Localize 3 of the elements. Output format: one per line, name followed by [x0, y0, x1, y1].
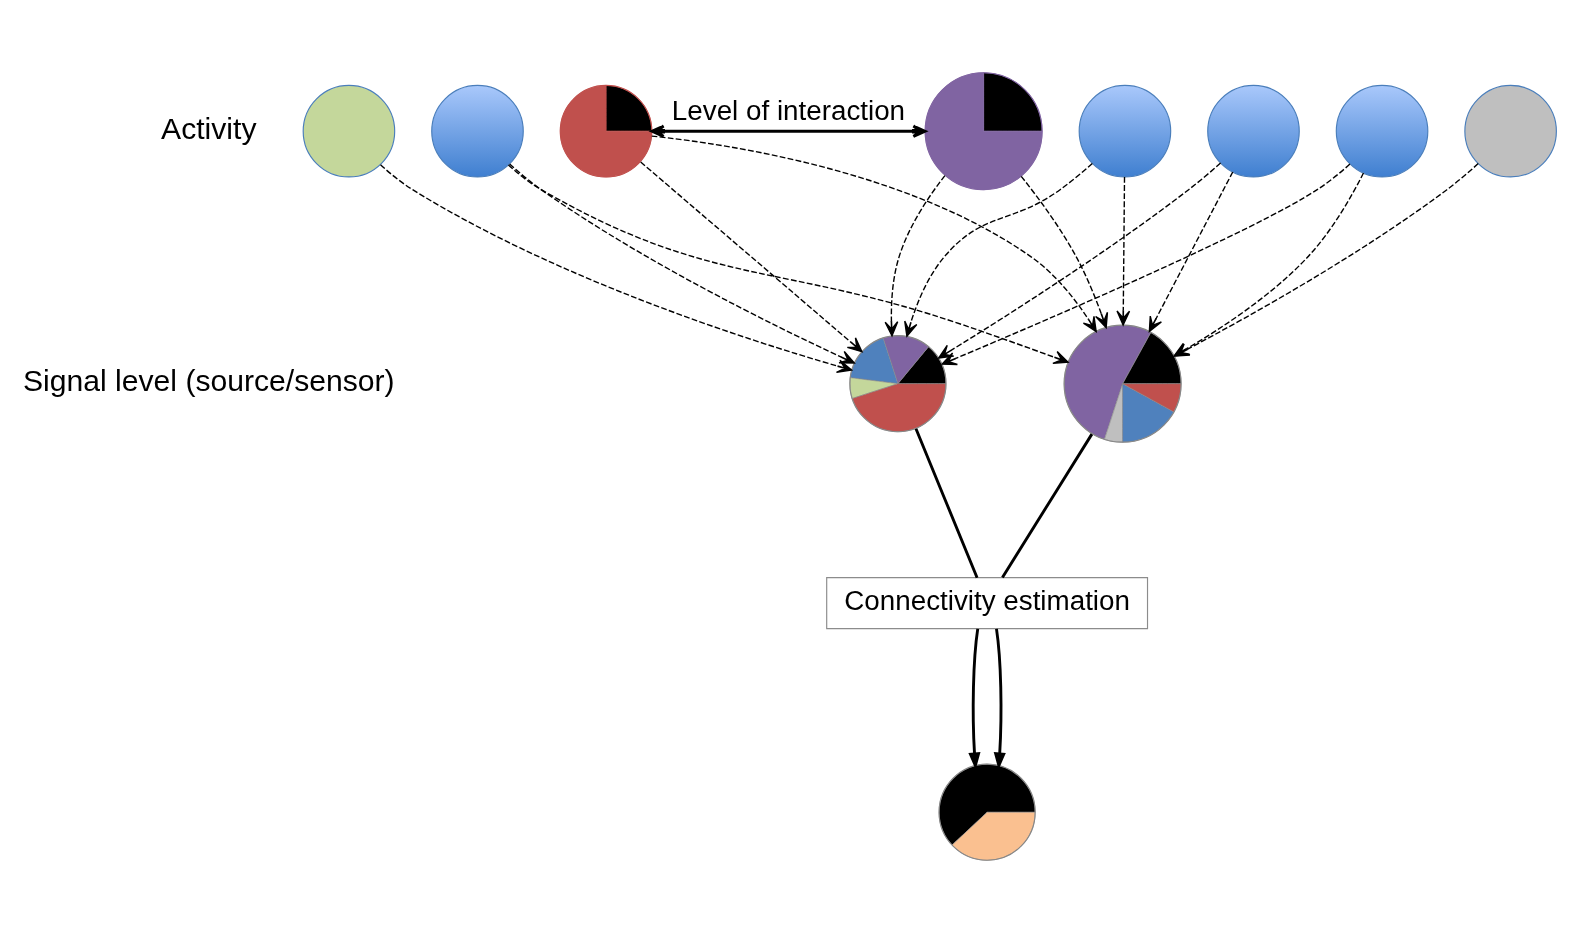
edge-label: Level of interaction [671, 94, 905, 126]
label: Signal level (source/sensor) [22, 363, 395, 397]
label: Activity [160, 111, 256, 145]
